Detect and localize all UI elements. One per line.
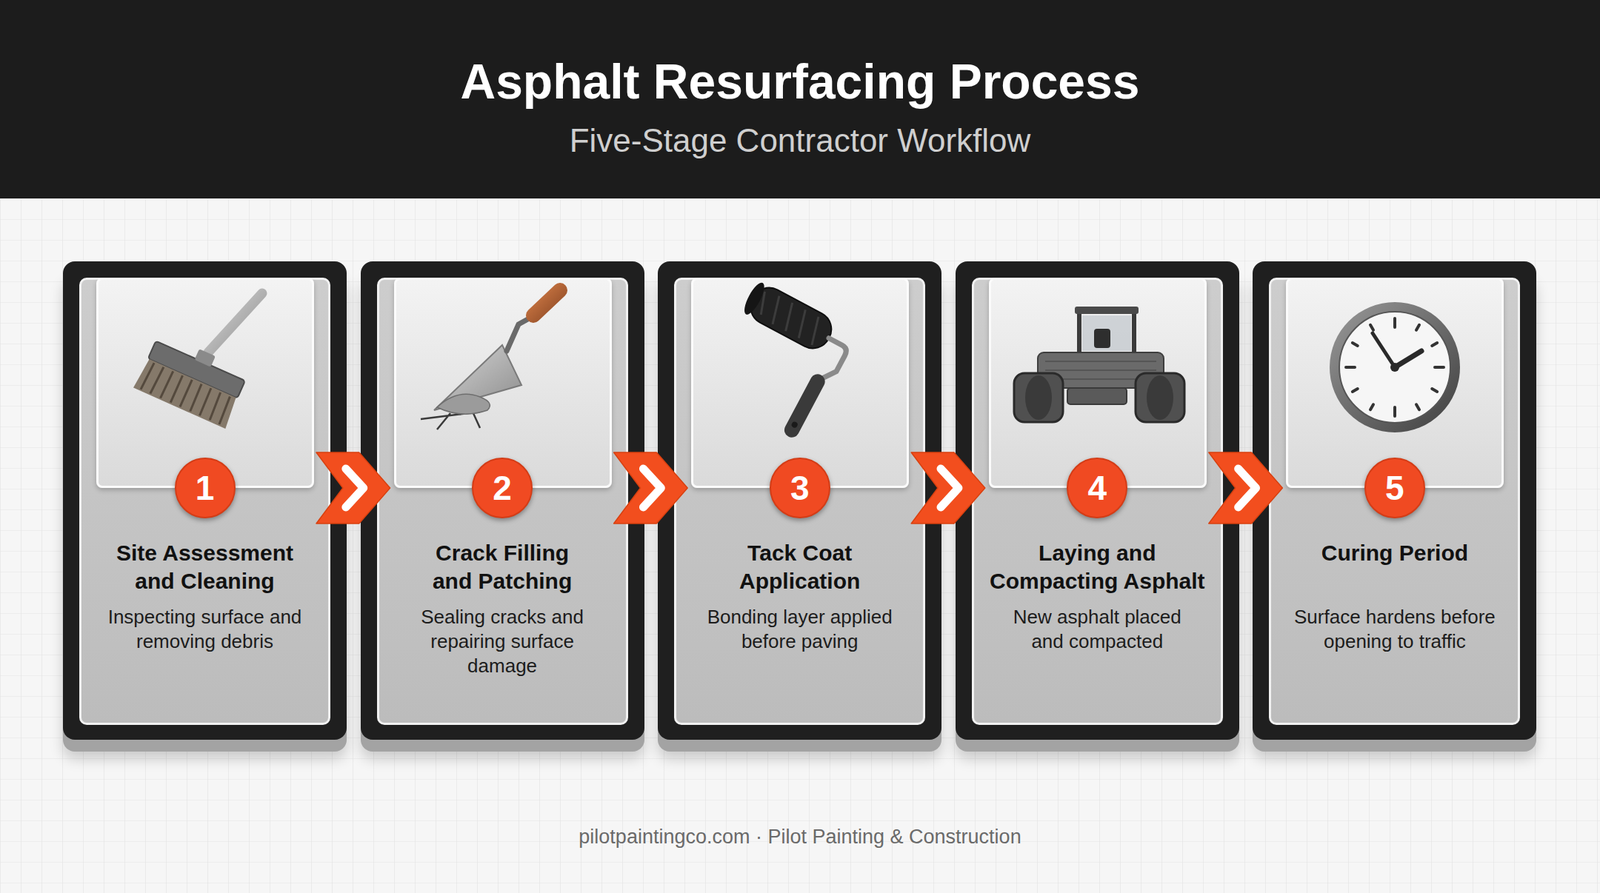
- step-heading: Tack Coat Application: [688, 539, 912, 596]
- step-number-badge: 4: [1066, 457, 1128, 519]
- flow-arrow-group: [316, 452, 391, 524]
- step-heading: Curing Period: [1283, 539, 1506, 568]
- clock-ticks: [1345, 318, 1444, 417]
- flow-chevron: [1208, 452, 1283, 524]
- flow-chevron: [316, 452, 391, 524]
- flow-arrow-group: [614, 452, 689, 524]
- step-number-badge: 3: [769, 457, 831, 519]
- front-drum: [1014, 373, 1063, 423]
- cab-frame: [1079, 314, 1135, 355]
- crack-lines: [420, 405, 480, 430]
- step-number-badge: 2: [471, 457, 533, 519]
- header-band: [0, 0, 1600, 199]
- broom-icon: [133, 293, 263, 429]
- icon-tile: [1285, 277, 1504, 489]
- step-card: Curing PeriodSurface hardens before open…: [1252, 261, 1537, 740]
- rear-drum: [1135, 373, 1185, 423]
- trowel-icon: [420, 290, 560, 430]
- step-card: Crack Filling and PatchingSealing cracks…: [360, 261, 645, 740]
- step-description: Inspecting surface and removing debris: [97, 605, 313, 655]
- step-description: Bonding layer applied before paving: [692, 605, 908, 655]
- callout-number: 2: [492, 471, 512, 506]
- trowel-blade: [434, 345, 522, 411]
- flow-chevron: [911, 452, 986, 524]
- callout-number: 1: [195, 471, 215, 506]
- broom-head: [133, 331, 251, 429]
- callout-number: 5: [1385, 471, 1405, 506]
- step-heading: Laying and Compacting Asphalt: [982, 539, 1212, 596]
- clock-icon: [1329, 302, 1460, 433]
- step-heading: Crack Filling and Patching: [420, 539, 584, 596]
- subtitle: Five-Stage Contractor Workflow: [0, 121, 1600, 160]
- page-title: Asphalt Resurfacing Process: [0, 53, 1600, 110]
- icon-tile: [691, 277, 909, 489]
- roller-end: [740, 280, 769, 318]
- step-card: Tack Coat ApplicationBonding layer appli…: [657, 261, 942, 740]
- step-number-badge: 5: [1364, 457, 1426, 519]
- roller-texture: [752, 288, 825, 346]
- chevron-glyph: [642, 468, 661, 508]
- roller-body: [1037, 352, 1164, 389]
- road-roller-icon: [1014, 306, 1185, 423]
- cab-roof: [1074, 306, 1139, 315]
- chevron-glyph: [1238, 468, 1257, 508]
- step-description: Sealing cracks and repairing surface dam…: [402, 605, 603, 679]
- chevron-glyph: [940, 468, 959, 508]
- roller-icon: [702, 279, 858, 436]
- clock-face: [1339, 311, 1451, 423]
- step-heading: Site Assessment and Cleaning: [101, 539, 309, 596]
- step-description: Surface hardens before opening to traffi…: [1283, 605, 1506, 655]
- trowel-shank: [506, 317, 532, 352]
- cement-blob: [437, 394, 490, 415]
- icon-tile: [394, 277, 612, 489]
- step-card: Site Assessment and CleaningInspecting s…: [62, 261, 347, 740]
- minute-hand: [1372, 333, 1395, 368]
- footer-caption: pilotpaintingco.com · Pilot Painting & C…: [0, 824, 1600, 851]
- roller-frame: [808, 338, 849, 386]
- roller-cylinder: [744, 281, 838, 355]
- hour-hand: [1394, 351, 1422, 368]
- chevron-glyph: [345, 468, 364, 508]
- flow-arrow-group: [911, 452, 986, 524]
- clock-bezel: [1329, 302, 1460, 433]
- step-card: Laying and Compacting AsphaltNew asphalt…: [955, 261, 1240, 740]
- flow-arrow-group: [1208, 452, 1283, 524]
- callout-number: 4: [1088, 471, 1108, 506]
- roller-handle: [791, 381, 818, 430]
- icon-tile: [96, 277, 315, 489]
- trowel-handle: [533, 290, 560, 316]
- grid-background: [0, 198, 1600, 893]
- broom-handle: [208, 293, 263, 353]
- seat: [1094, 328, 1111, 349]
- clock-center: [1390, 362, 1400, 372]
- cab-glass: [1082, 315, 1132, 352]
- icon-tile: [988, 277, 1207, 489]
- step-number-badge: 1: [174, 457, 236, 519]
- flow-chevron: [614, 452, 689, 524]
- step-description: New asphalt placed and compacted: [997, 605, 1198, 655]
- callout-number: 3: [790, 471, 810, 506]
